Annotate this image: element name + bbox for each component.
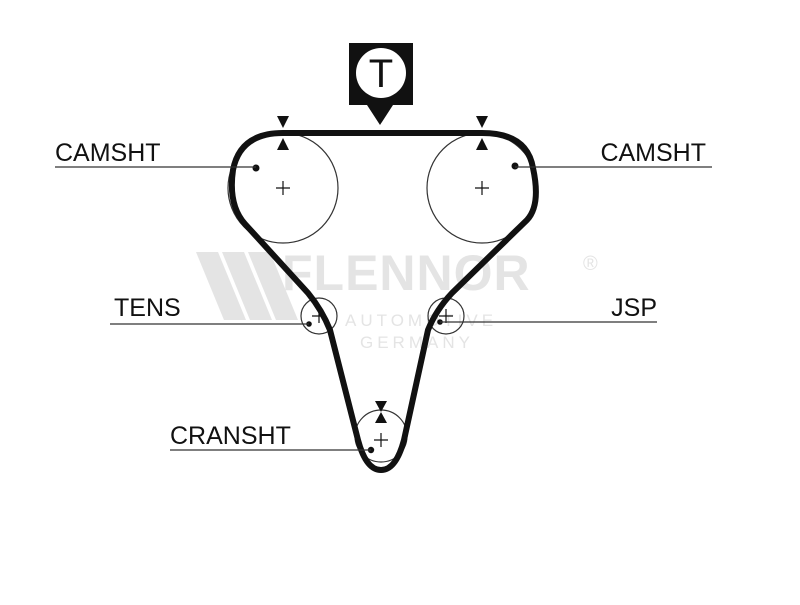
tensioner-pulley <box>300 297 338 335</box>
label-camshaft-left: CAMSHT <box>55 139 161 167</box>
watermark-logo <box>196 252 298 320</box>
camshaft-right-center-icon <box>475 181 489 195</box>
badge-circle <box>356 48 406 98</box>
crankshaft-timing-mark-icon <box>375 401 387 423</box>
label-crankshaft: CRANSHT <box>170 422 291 450</box>
jsp-center-icon <box>439 309 453 323</box>
label-tensioner: TENS <box>114 294 181 322</box>
camshaft-left-timing-dot <box>252 164 260 172</box>
crankshaft-center-icon <box>374 433 388 447</box>
camshaft-right-timing-dot <box>511 162 519 170</box>
tensioner-badge: T <box>349 43 413 125</box>
label-camshaft-right: CAMSHT <box>600 139 706 167</box>
watermark-line-automotive: AUTOMOTIVE <box>345 311 497 330</box>
watermark-line-germany: GERMANY <box>360 333 474 352</box>
camshaft-left-center-icon <box>276 181 290 195</box>
timing-belt <box>228 130 539 473</box>
camshaft-right-timing-mark-icon <box>476 116 488 150</box>
label-jsp: JSP <box>611 294 657 322</box>
watermark: FLENNOR ® AUTOMOTIVE GERMANY <box>196 245 598 352</box>
watermark-registered-mark: ® <box>583 253 598 275</box>
camshaft-left-timing-mark-icon <box>277 116 289 150</box>
badge-letter: T <box>369 52 393 96</box>
